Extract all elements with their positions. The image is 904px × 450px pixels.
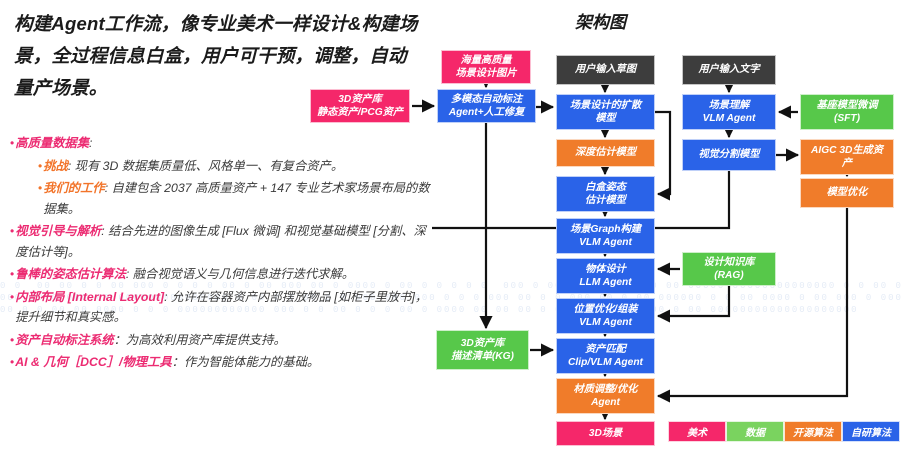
node-label-line: 海量高质量 [460,54,512,66]
bullet-text: 挑战: 现有 3D 数据集质量低、风格单一、有复合资产。 [43,158,344,173]
legend-item-数据[interactable]: 数据 [726,421,784,442]
legend-item-自研算法[interactable]: 自研算法 [842,421,900,442]
bullet-text: 鲁棒的姿态估计算法: 融合视觉语义与几何信息进行迭代求解。 [15,267,355,281]
bullet-keyword: 挑战 [43,158,68,173]
node-label-line: 场景Graph构建 [570,223,641,235]
node-label-line: 场景理解 [708,99,750,111]
bullet-dot-icon: • [10,136,15,150]
left-text-panel: 构建Agent工作流，像专业美术一样设计&构建场景，全过程信息白盒，用户可干预，… [0,0,432,450]
bullet-text: 内部布局 [Internal Layout]: 允许在容器资产内部摆放物品 [如… [15,289,428,325]
node-label-line: 多模态自动标注 [450,93,523,105]
node-label-line: 模型优化 [826,187,868,199]
node-label-line: 白盒姿态 [585,181,626,193]
bullet-keyword: 高质量数据集 [15,136,89,150]
bullet-list: •高质量数据集:•挑战: 现有 3D 数据集质量低、风格单一、有复合资产。•我们… [10,133,430,375]
node-label-line: Agent+人工修复 [448,107,525,118]
node-label-line: (SFT) [833,113,861,124]
bullet-dot-icon: • [38,181,43,195]
page-title: 构建Agent工作流，像专业美术一样设计&构建场景，全过程信息白盒，用户可干预，… [14,13,418,98]
diagram-node-sft[interactable]: 基座模型微调 (SFT) [800,94,894,130]
node-label-line: 场景设计的扩散 [569,99,642,111]
diagram-node-rag[interactable]: 设计知识库 (RAG) [682,252,776,286]
diagram-node-auto_annot[interactable]: 多模态自动标注 Agent+人工修复 [437,89,536,123]
bullet-item: •鲁棒的姿态估计算法: 融合视觉语义与几何信息进行迭代求解。 [10,264,430,285]
diagram-node-model_opt[interactable]: 模型优化 [800,178,894,208]
diagram-node-kg[interactable]: 3D资产库描述清单(KG) [436,330,529,370]
bullet-dot-icon: • [38,158,43,173]
diagram-node-material[interactable]: 材质调整/优化 Agent [556,378,655,414]
diagram-node-scene_under[interactable]: 场景理解 VLM Agent [682,94,776,130]
bullet-item: •视觉引导与解析: 结合先进的图像生成 [Flux 微调] 和视觉基础模型 [分… [10,221,430,262]
bullet-dot-icon: • [10,267,15,281]
bullet-text: 资产自动标注系统：为高效利用资产库提供支持。 [15,332,286,347]
node-label-line: 描述清单(KG) [451,351,514,362]
diagram-title: 架构图 [575,13,626,32]
bullet-item: •高质量数据集: [10,133,430,154]
node-label-line: 用户输入草图 [574,64,637,76]
diagram-node-pos_opt[interactable]: 位置优化/组装 VLM Agent [556,298,655,334]
bullet-text: 视觉引导与解析: 结合先进的图像生成 [Flux 微调] 和视觉基础模型 [分割… [15,224,426,259]
bullet-item: •我们的工作: 自建包含 2037 高质量资产 + 147 专业艺术家场景布局的… [38,178,430,219]
node-label-line: Clip/VLM Agent [568,357,643,368]
diagram-node-depth[interactable]: 深度估计模型 [556,139,655,167]
node-label-line: 产 [841,158,853,169]
bullet-keyword: 我们的工作 [43,181,105,195]
bullet-keyword: 资产自动标注系统 [15,332,114,347]
diagram-node-asset_match[interactable]: 资产匹配 Clip/VLM Agent [556,338,655,374]
node-label-line: 物体设计 [585,263,626,275]
bullet-keyword: 鲁棒的姿态估计算法 [15,267,126,281]
node-label-line: 设计知识库 [703,256,755,268]
node-label-line: 基座模型微调 [816,99,878,111]
diagram-node-scene3d[interactable]: 3D场景 [556,421,655,446]
node-label-line: 用户输入文字 [698,64,760,76]
node-label-line: 3D场景 [588,427,623,439]
node-label-line: 估计模型 [585,195,626,206]
bullet-text: AI & 几何［DCC］/物理工具：作为智能体能力的基础。 [15,355,320,369]
node-label-line: VLM Agent [579,237,632,248]
node-label-line: 3D资产库 [460,337,505,349]
node-label-line: 模型 [595,113,616,124]
node-label-line: Agent [591,397,620,408]
node-label-line: 深度估计模型 [574,147,637,159]
bullet-item: •挑战: 现有 3D 数据集质量低、风格单一、有复合资产。 [38,156,430,177]
bullet-item: •内部布局 [Internal Layout]: 允许在容器资产内部摆放物品 [… [10,287,430,328]
bullet-item: •资产自动标注系统：为高效利用资产库提供支持。 [10,330,430,351]
bullet-keyword: 视觉引导与解析 [15,224,102,238]
bullet-dot-icon: • [10,289,15,304]
node-label-line: 静态资产/PCG资产 [316,107,404,118]
legend-item-美术[interactable]: 美术 [668,421,726,442]
architecture-diagram: 架构图 [310,0,904,450]
node-label-line: 材质调整/优化 [573,383,638,395]
diagram-node-scene_graph[interactable]: 场景Graph构建 VLM Agent [556,218,655,254]
bullet-dot-icon: • [10,332,15,347]
bullet-dot-icon: • [10,355,15,369]
diagram-node-user_sketch[interactable]: 用户输入草图 [556,55,655,85]
diagram-node-user_text[interactable]: 用户输入文字 [682,55,776,85]
diagram-node-aigc3d[interactable]: AIGC 3D生成资产 [800,139,894,175]
node-label-line: (RAG) [714,270,744,281]
diagram-node-whitebox[interactable]: 白盒姿态估计模型 [556,176,655,212]
diagram-node-diffusion[interactable]: 场景设计的扩散模型 [556,94,655,130]
diagram-node-object_design[interactable]: 物体设计 LLM Agent [556,258,655,294]
node-label-line: 场景设计图片 [455,68,517,79]
node-label-line: 3D资产库 [338,93,382,105]
bullet-text: 我们的工作: 自建包含 2037 高质量资产 + 147 专业艺术家场景布局的数… [43,181,430,216]
diagram-node-seg_model[interactable]: 视觉分割模型 [682,139,776,171]
node-label-line: 位置优化/组装 [573,303,638,315]
bullet-dot-icon: • [10,224,15,238]
bullet-item: •AI & 几何［DCC］/物理工具：作为智能体能力的基础。 [10,352,430,373]
node-label-line: 视觉分割模型 [698,149,760,161]
legend-item-开源算法[interactable]: 开源算法 [784,421,842,442]
diagram-node-assets_lib[interactable]: 3D资产库静态资产/PCG资产 [310,89,410,123]
node-label-line: LLM Agent [579,277,632,288]
node-label-line: 资产匹配 [585,343,626,355]
legend: 美术数据开源算法自研算法 [668,421,900,442]
node-label-line: VLM Agent [702,113,756,124]
bullet-keyword: AI & 几何［DCC］/物理工具 [15,355,172,369]
bullet-keyword: 内部布局 [Internal Layout] [15,289,165,304]
bullet-text: 高质量数据集: [15,136,93,150]
diagram-node-images[interactable]: 海量高质量场景设计图片 [441,50,531,84]
node-label-line: VLM Agent [579,317,632,328]
node-label-line: AIGC 3D生成资 [811,144,883,156]
